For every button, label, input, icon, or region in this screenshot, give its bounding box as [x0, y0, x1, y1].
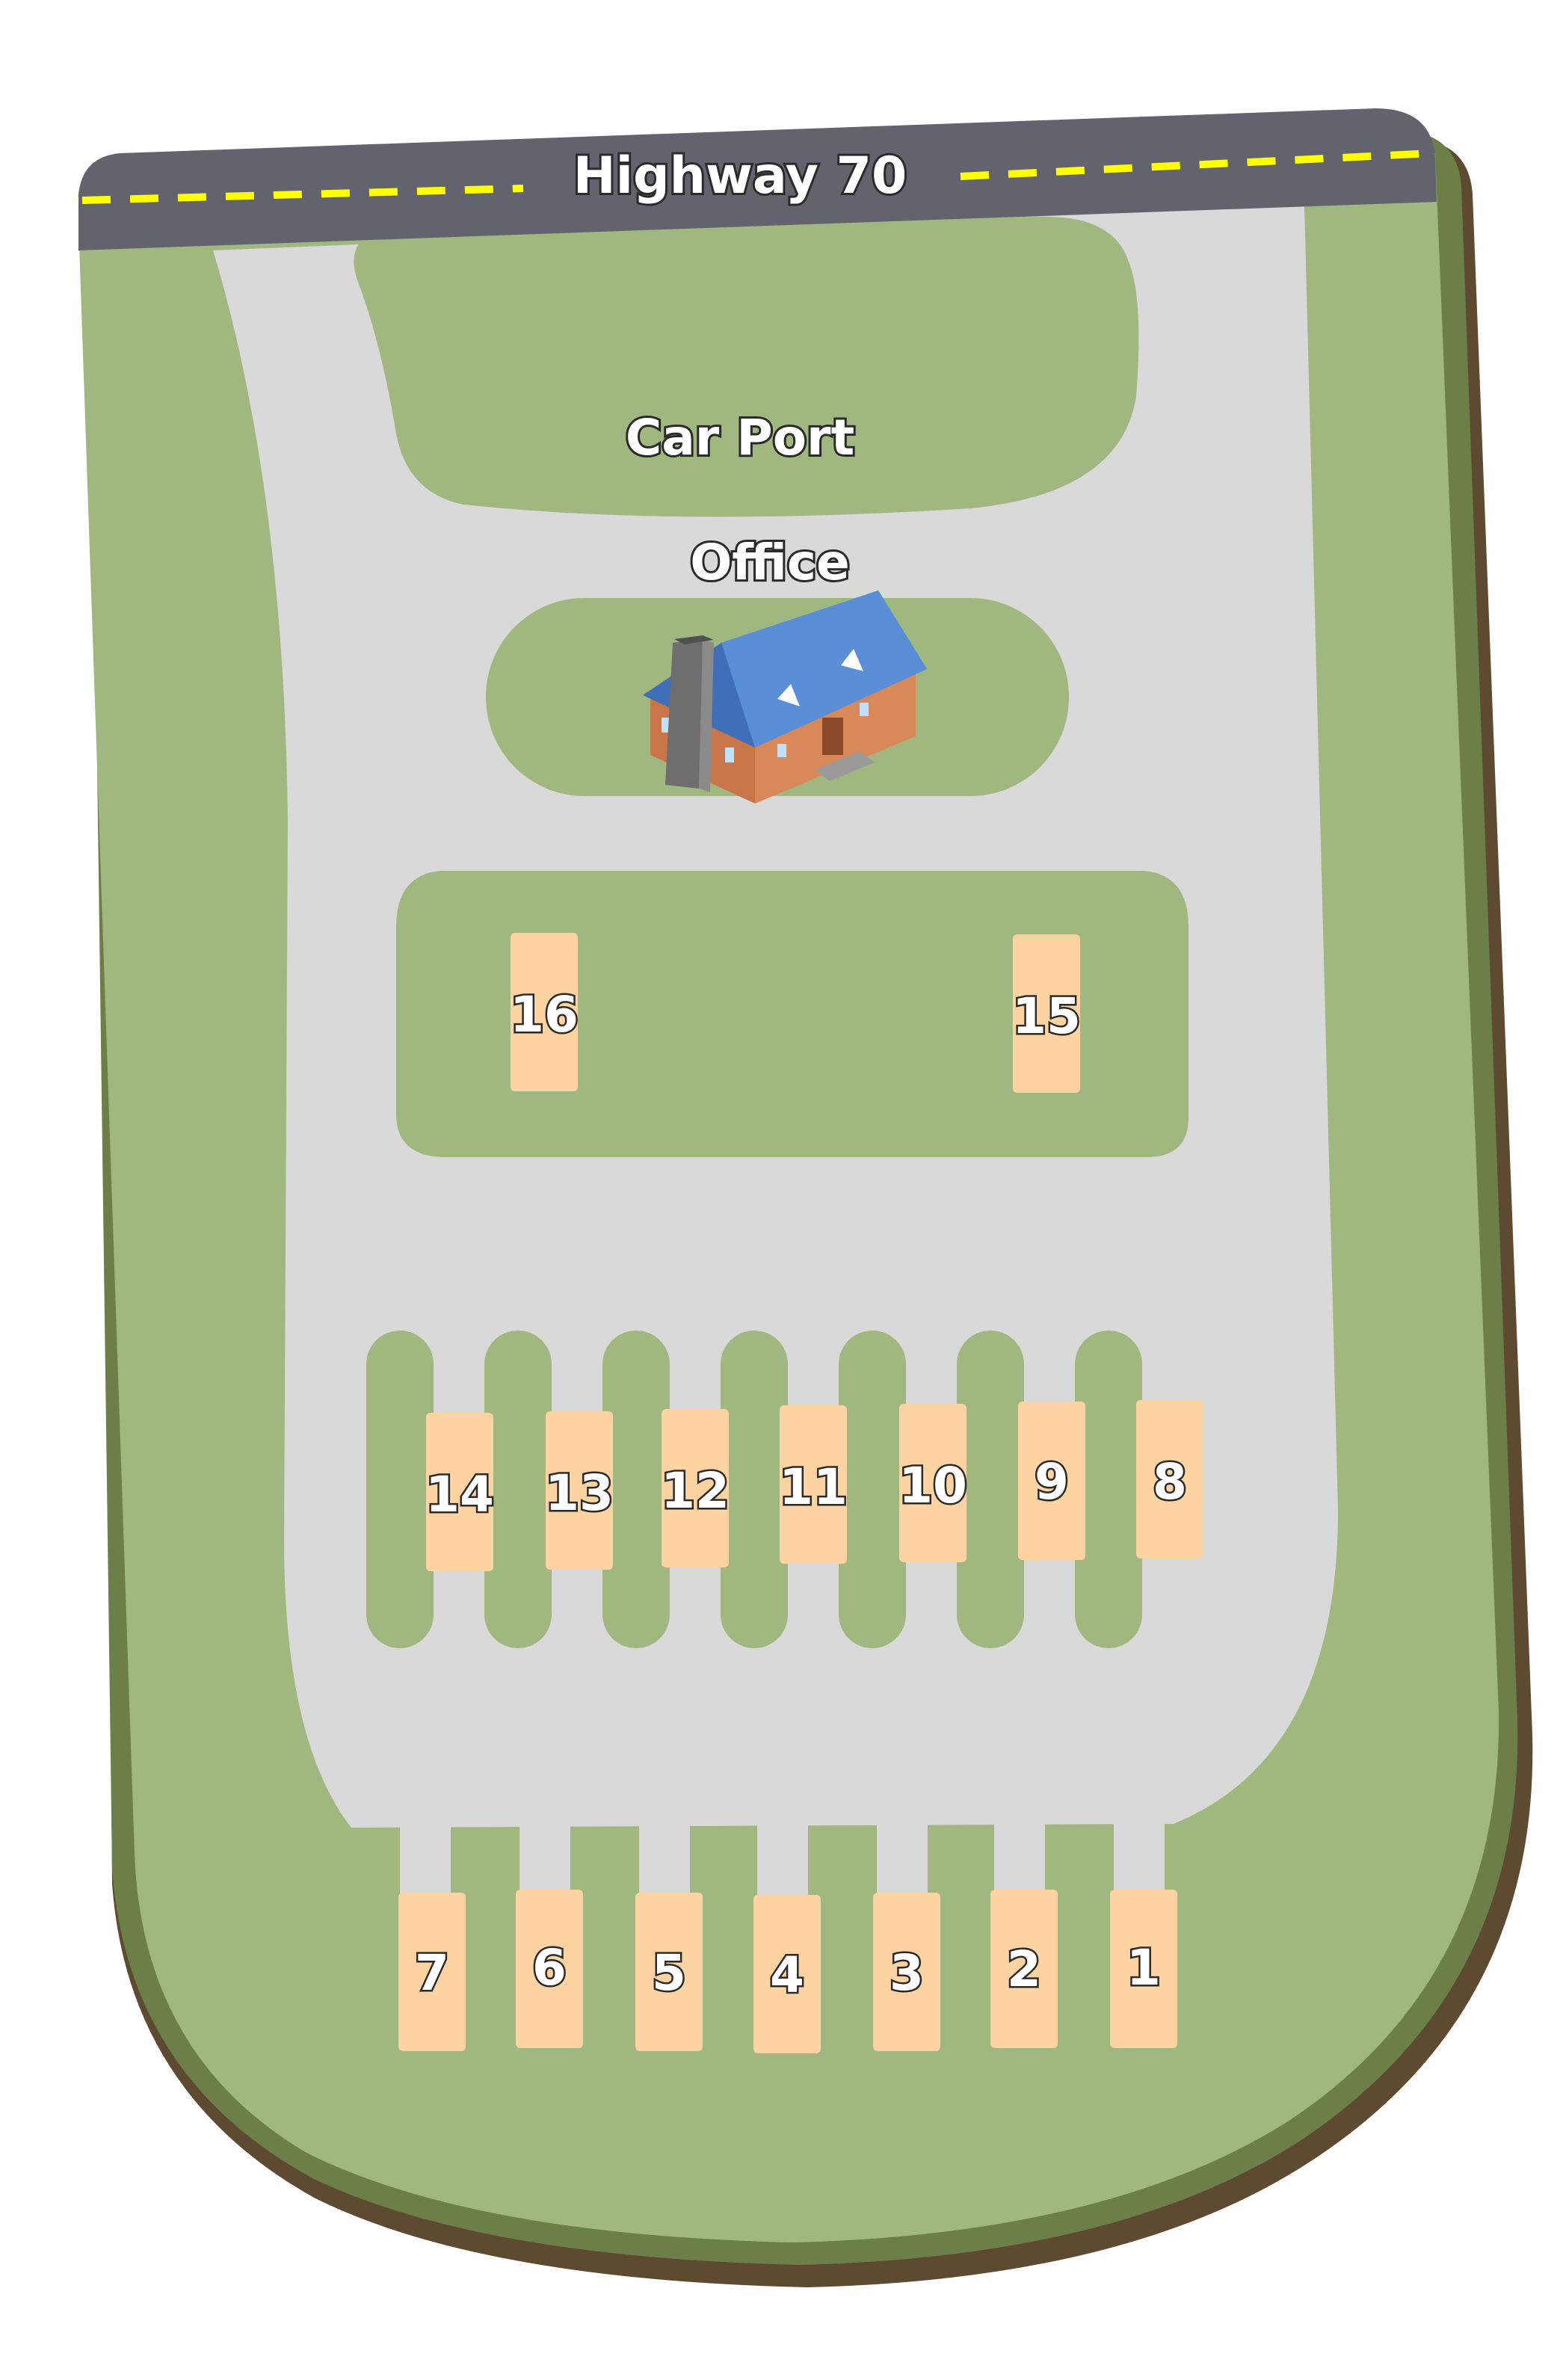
campsite-9-label: 9 — [1035, 1453, 1069, 1511]
campsite-8[interactable] — [1136, 1400, 1203, 1559]
campsite-6-label: 6 — [532, 1939, 567, 1997]
campsite-15[interactable] — [1013, 934, 1080, 1093]
office-label: Office — [690, 534, 850, 591]
car-port-label: Car Port — [626, 409, 854, 466]
campsite-15-label: 15 — [1012, 987, 1081, 1045]
campsite-2[interactable] — [990, 1890, 1058, 2048]
campsite-11[interactable] — [780, 1405, 847, 1564]
campsite-1-label: 1 — [1126, 1939, 1161, 1997]
campsite-13-label: 13 — [545, 1464, 614, 1522]
campsite-9[interactable] — [1018, 1402, 1085, 1560]
campsite-16[interactable] — [511, 933, 578, 1091]
highway-centerline-right — [960, 149, 1432, 180]
campsite-1[interactable] — [1110, 1890, 1177, 2048]
campsite-7-label: 7 — [415, 1944, 449, 2002]
campsite-5[interactable] — [635, 1893, 703, 2051]
house-icon[interactable] — [643, 591, 927, 804]
campsite-3-label: 3 — [890, 1944, 924, 2002]
campsite-14[interactable] — [426, 1413, 493, 1571]
campsite-16-label: 16 — [510, 986, 579, 1043]
middle-sites: 14 13 12 11 10 9 8 — [424, 1400, 1203, 1571]
campsite-13[interactable] — [546, 1411, 613, 1570]
highway — [78, 108, 1437, 250]
campsite-3[interactable] — [873, 1893, 940, 2051]
campsite-6[interactable] — [516, 1890, 583, 2048]
campsite-10-label: 10 — [898, 1457, 967, 1514]
campsite-12-label: 12 — [661, 1462, 730, 1520]
campsite-11-label: 11 — [779, 1458, 848, 1516]
campsite-14-label: 14 — [425, 1466, 494, 1523]
campsite-4[interactable] — [753, 1895, 821, 2053]
campsite-10[interactable] — [899, 1404, 967, 1562]
highway-centerline-left — [81, 185, 524, 204]
campsite-2-label: 2 — [1007, 1940, 1041, 1998]
bottom-sites: 7 6 5 4 3 2 1 — [398, 1890, 1177, 2053]
upper-sites: 16 15 — [508, 933, 1082, 1093]
highway-label: Highway 70 — [573, 147, 907, 206]
upper-sites-island — [396, 871, 1189, 1157]
campsite-12[interactable] — [662, 1409, 729, 1567]
campsite-4-label: 4 — [770, 1946, 804, 2004]
middle-grass-strips — [366, 1331, 1142, 1648]
campsite-5-label: 5 — [652, 1944, 686, 2002]
campsite-7[interactable] — [398, 1893, 466, 2051]
campsite-8-label: 8 — [1153, 1453, 1187, 1511]
car-port-island — [354, 217, 1139, 517]
